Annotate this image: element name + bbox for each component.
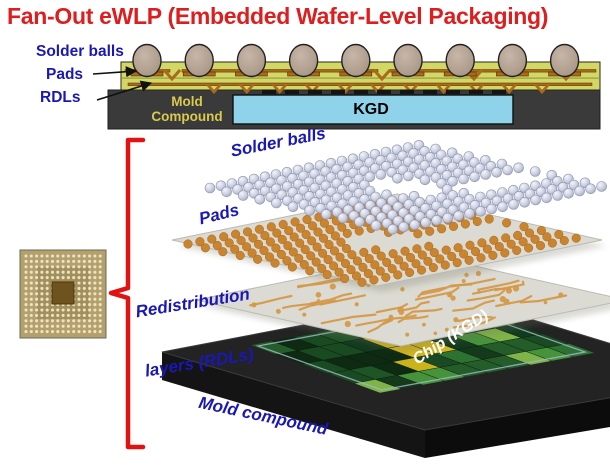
kgd-die-box: [232, 94, 514, 125]
rdls-arrow: [96, 80, 153, 101]
label-rdls-line1: Redistribution: [134, 284, 252, 322]
pads-arrow: [92, 66, 138, 78]
solder-ball-row: [130, 43, 581, 78]
label-mold-line1: Mold: [171, 94, 203, 109]
label-rdls-xs: RDLs: [40, 89, 81, 106]
cross-section-diagram: [92, 43, 601, 130]
package-photo: [19, 249, 107, 339]
solder-ball-array: [204, 140, 607, 235]
band-divider-line: [121, 77, 600, 79]
mold-left-face: [162, 352, 425, 458]
rdl-layer-sheet: [195, 253, 610, 352]
label-rdls-3d: Redistribution layers (RDLs): [128, 245, 267, 421]
mold-right-face: [425, 397, 610, 458]
die-pad-dashes: [262, 89, 506, 94]
label-solder-balls-xs: Solder balls: [36, 43, 124, 60]
label-kgd: KGD: [353, 101, 389, 118]
label-pads-xs: Pads: [46, 66, 84, 83]
exploded-view: [161, 140, 610, 458]
figure-title: Fan-Out eWLP (Embedded Wafer-Level Packa…: [7, 3, 549, 29]
label-mold-line2: Compound: [151, 109, 223, 124]
photo-ball-grid: [24, 254, 102, 334]
label-rdls-line2: layers (RDLs): [143, 344, 255, 381]
brace-bracket: [108, 137, 146, 450]
label-mold-compound-xs: Mold Compound: [137, 94, 237, 124]
